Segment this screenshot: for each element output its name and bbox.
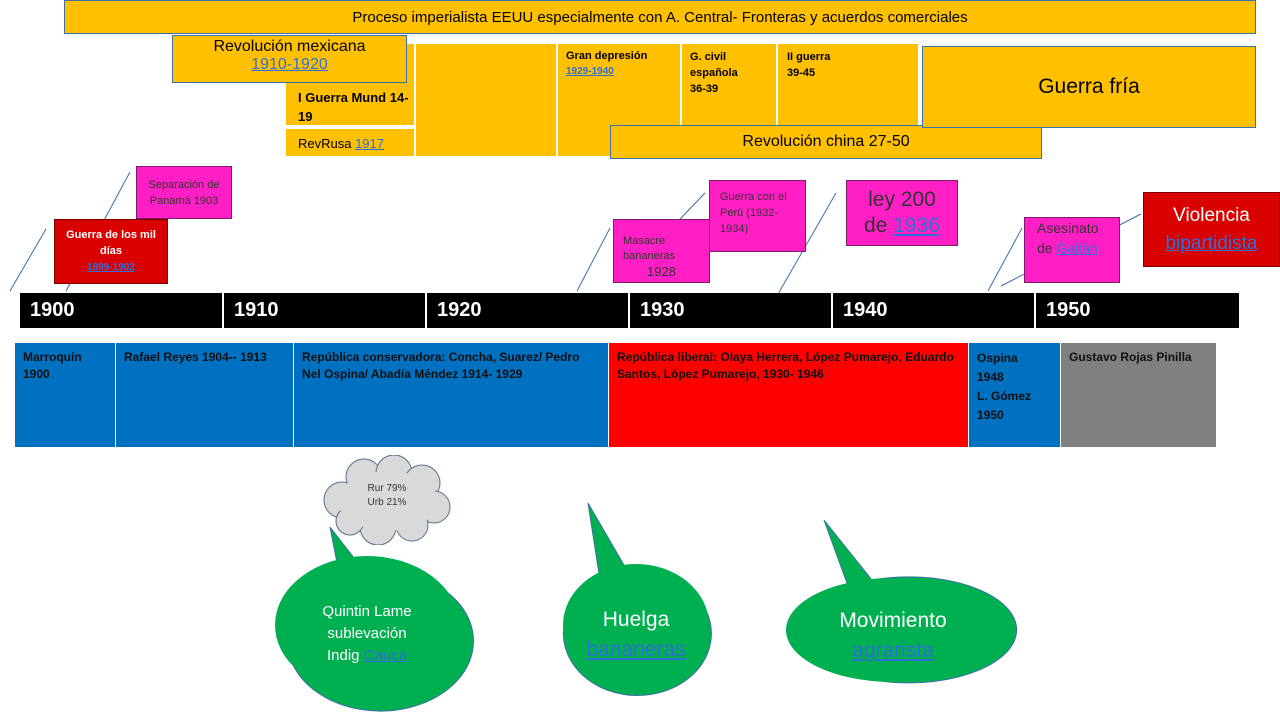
russian-revolution-year-link[interactable]: 1917	[355, 136, 384, 151]
chinese-revolution-text: Revolución china 27-50	[742, 133, 910, 150]
quintin-line3: Indig	[326, 647, 364, 664]
timeline-1910: 1910	[224, 293, 427, 328]
banana-massacre-box: Masacre bananeras 1928	[613, 219, 710, 283]
mexican-revolution-title: Revolución mexicana	[213, 38, 366, 55]
spanish-civil-war-line3: 36-39	[690, 83, 719, 95]
gaitan-prefix: de	[1037, 240, 1057, 256]
gaitan-line1: Asesinato	[1037, 220, 1099, 236]
quintin-line1: Quintin Lame	[322, 603, 412, 620]
mexican-revolution-years-link[interactable]: 1910-1920	[251, 56, 328, 73]
cloud-line2: Urb 21%	[367, 497, 407, 508]
bananeras-link[interactable]: bananeras	[586, 638, 686, 661]
spanish-civil-war-line1: G. civil	[690, 51, 727, 63]
cold-war-box: Guerra fría	[922, 46, 1256, 128]
ww2-line2: 39-45	[787, 67, 816, 79]
thousand-days-war-box: Guerra de los mil días 1899-1902	[54, 219, 168, 284]
period-rafael-reyes: Rafael Reyes 1904-- 1913	[116, 343, 294, 447]
law200-year-link[interactable]: 1936	[893, 214, 940, 237]
spanish-civil-war-line2: española	[690, 67, 738, 79]
great-depression-title: Gran depresión	[566, 50, 648, 62]
period-ospina-line4: 1950	[977, 408, 1004, 422]
thousand-days-war-years-link[interactable]: 1899-1902	[87, 262, 135, 273]
gaitan-assassination-box: Asesinato de Gaitán	[1024, 217, 1120, 283]
cloud-line1: Rur 79%	[367, 483, 407, 494]
mexican-revolution-box: Revolución mexicana 1910-1920	[172, 35, 407, 83]
russian-revolution-label: RevRusa	[298, 136, 356, 151]
quintin-lame-callout: Quintin Lame sublevación Indig Cauca	[275, 598, 459, 670]
panel-divider	[286, 125, 416, 129]
law200-box: ley 200 de 1936	[846, 180, 958, 246]
cloud-shape	[323, 455, 451, 545]
period-ospina-line1: Ospina	[977, 351, 1018, 365]
period-rojas-pinilla: Gustavo Rojas Pinilla	[1061, 343, 1216, 447]
period-ospina-gomez: Ospina 1948 L. Gómez 1950	[969, 343, 1061, 447]
timeline-1940: 1940	[833, 293, 1036, 328]
panel-divider	[414, 44, 416, 156]
thousand-days-war-title: Guerra de los mil días	[66, 229, 156, 257]
timeline-1930: 1930	[630, 293, 833, 328]
timeline-1950: 1950	[1036, 293, 1239, 328]
bipartisan-violence-link[interactable]: bipartidista	[1165, 232, 1258, 254]
gaitan-link[interactable]: Gaitán	[1056, 240, 1098, 256]
banana-massacre-year: 1928	[647, 264, 676, 279]
law200-prefix: de	[864, 214, 894, 237]
quintin-line2: sublevación	[327, 625, 407, 642]
law200-line1: ley 200	[868, 188, 936, 211]
panama-separation-box: Separación de Panamá 1903	[136, 166, 232, 219]
period-conservative-republic: República conservadora: Concha, Suarez/ …	[294, 343, 609, 447]
imperialist-process-banner: Proceso imperialista EEUU especialmente …	[64, 0, 1256, 34]
ww2-box: II guerra 39-45	[787, 49, 907, 81]
bipartisan-violence-line1: Violencia	[1173, 204, 1250, 226]
bipartisan-violence-box: Violencia bipartidista	[1143, 192, 1280, 267]
timeline-1900: 1900	[20, 293, 224, 328]
period-ospina-line2: 1948	[977, 370, 1004, 384]
agrarista-link[interactable]: agrarista	[852, 639, 934, 662]
period-ospina-line3: L. Gómez	[977, 389, 1032, 403]
urban-rural-text: Rur 79% Urb 21%	[312, 482, 462, 510]
period-marroquin: Marroquín 1900	[15, 343, 116, 447]
imperialist-process-text: Proceso imperialista EEUU especialmente …	[352, 8, 968, 26]
agrarian-movement-callout: Movimiento agrarista	[786, 604, 1000, 668]
great-depression-years-link[interactable]: 1929-1940	[566, 66, 614, 77]
peru-war-text: Guerra con el Perú (1932-1934)	[720, 191, 787, 235]
panel-divider	[776, 44, 778, 128]
cold-war-text: Guerra fría	[1038, 75, 1140, 98]
period-liberal-republic: República liberal: Olaya Herrera, López …	[609, 343, 969, 447]
spanish-civil-war-box: G. civil española 36-39	[690, 49, 774, 97]
cauca-link[interactable]: Cauca	[363, 647, 408, 664]
panel-divider	[556, 44, 558, 156]
huelga-line1: Huelga	[602, 608, 670, 631]
peru-war-box: Guerra con el Perú (1932-1934)	[709, 180, 806, 252]
panel-divider	[680, 44, 682, 128]
russian-revolution-box: RevRusa 1917	[290, 131, 414, 156]
timeline-1920: 1920	[427, 293, 630, 328]
great-depression-box: Gran depresión 1929-1940	[566, 49, 676, 79]
banana-strike-callout: Huelga bananeras	[563, 603, 709, 667]
agrario-line1: Movimiento	[839, 609, 947, 632]
ww1-label: I Guerra Mund 14-19	[298, 90, 409, 124]
ww2-line1: II guerra	[787, 51, 831, 63]
banana-massacre-title: Masacre bananeras	[623, 235, 675, 262]
chinese-revolution-box: Revolución china 27-50	[610, 125, 1042, 159]
panama-separation-text: Separación de Panamá 1903	[148, 178, 220, 207]
